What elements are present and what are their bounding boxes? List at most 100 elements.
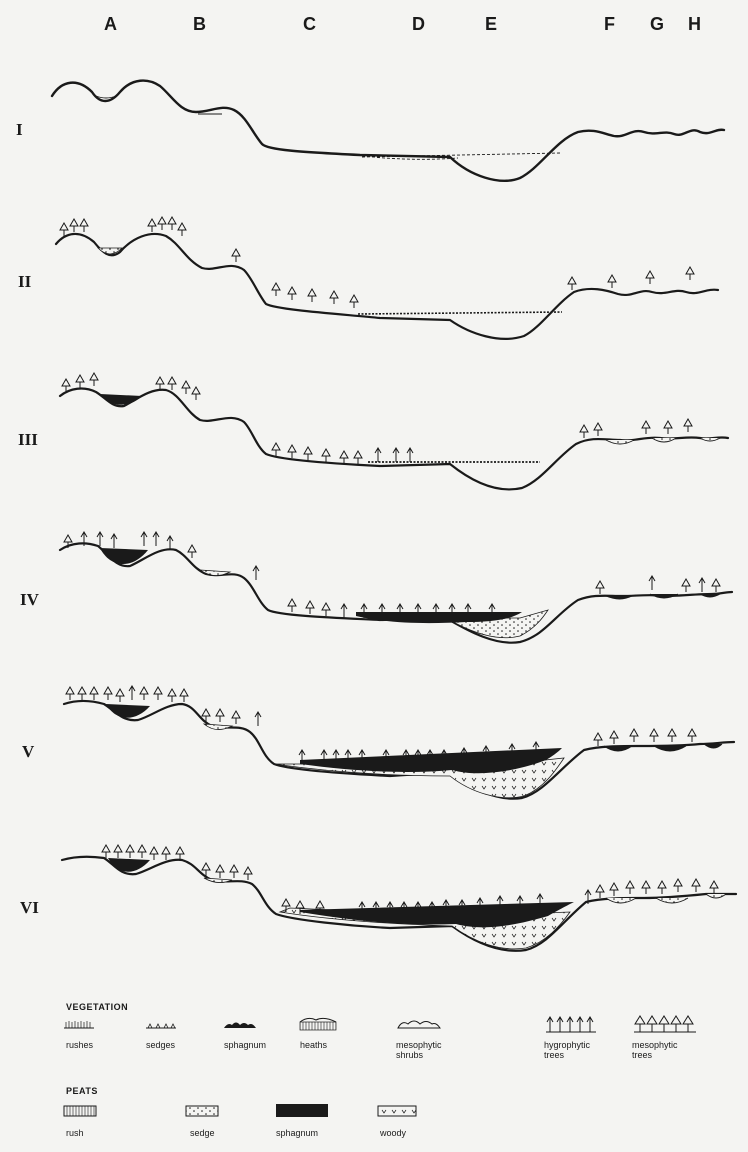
legend-label-sphagnum-peat: sphagnum <box>276 1128 318 1138</box>
legend-peats-icons <box>60 1100 440 1124</box>
legend-label-sedge-peat: sedge <box>190 1128 215 1138</box>
mesophytic-tree-symbol <box>178 223 186 236</box>
mesophytic-tree-symbol <box>596 885 604 898</box>
mesophytic-tree-symbol <box>712 579 720 592</box>
mesophytic-tree-symbol <box>272 443 280 456</box>
rushes-icon <box>64 1021 94 1028</box>
mesophytic-tree-symbol <box>154 687 162 700</box>
mesophytic-tree-symbol <box>182 381 190 394</box>
mesophytic-tree-symbol <box>642 421 650 434</box>
mesophytic-trees-icon <box>634 1016 696 1032</box>
marsh-stage-ii <box>358 312 562 314</box>
legend-label-hygrophytic-trees: hygrophytic trees <box>544 1040 600 1060</box>
ponds-fh-stage-iv <box>606 594 720 599</box>
mesophytic-tree-symbol <box>138 845 146 858</box>
mesophytic-tree-symbol <box>116 689 124 702</box>
legend-vegetation-heading: VEGETATION <box>66 1002 128 1012</box>
mesophytic-tree-symbol <box>230 865 238 878</box>
hygrophytic-tree-symbol <box>253 566 259 580</box>
mesophytic-tree-symbol <box>288 599 296 612</box>
mesophytic-tree-symbol <box>350 295 358 308</box>
mesophytic-shrubs-icon <box>398 1021 440 1028</box>
mesophytic-tree-symbol <box>90 373 98 386</box>
mesophytic-tree-symbol <box>354 451 362 464</box>
hygrophytic-tree-symbol <box>97 532 103 546</box>
mesophytic-tree-symbol <box>686 267 694 280</box>
mesophytic-tree-symbol <box>78 687 86 700</box>
legend-vegetation-icons <box>60 1014 740 1038</box>
peat-b-stage-v <box>204 724 232 730</box>
mesophytic-tree-symbol <box>188 545 196 558</box>
mesophytic-tree-symbol <box>340 451 348 464</box>
ground-line-stage-i <box>52 81 724 181</box>
mesophytic-tree-symbol <box>304 447 312 460</box>
mesophytic-tree-symbol <box>608 275 616 288</box>
mesophytic-tree-symbol <box>630 729 638 742</box>
ground-line-stage-v <box>64 701 734 799</box>
peat-b-stage-vi <box>204 878 232 883</box>
mesophytic-tree-symbol <box>688 729 696 742</box>
mesophytic-tree-symbol <box>692 879 700 892</box>
mesophytic-tree-symbol <box>288 445 296 458</box>
mesophytic-tree-symbol <box>76 375 84 388</box>
mesophytic-tree-symbol <box>306 601 314 614</box>
mesophytic-tree-symbol <box>594 733 602 746</box>
mesophytic-tree-symbol <box>168 689 176 702</box>
profile-stage-vi <box>62 857 736 951</box>
woody-peat-icon <box>378 1106 416 1116</box>
hygrophytic-tree-symbol <box>375 448 381 462</box>
mesophytic-tree-symbol <box>104 687 112 700</box>
mesophytic-tree-symbol <box>216 865 224 878</box>
ground-line-stage-iv <box>60 543 732 642</box>
mesophytic-tree-symbol <box>580 425 588 438</box>
hygrophytic-tree-symbol <box>129 686 135 700</box>
mesophytic-tree-symbol <box>610 731 618 744</box>
hygrophytic-tree-symbol <box>341 604 347 618</box>
sedges-icon <box>146 1024 176 1028</box>
mesophytic-tree-symbol <box>288 287 296 300</box>
mesophytic-tree-symbol <box>192 387 200 400</box>
mesophytic-tree-symbol <box>322 449 330 462</box>
profile-stage-ii <box>56 234 718 339</box>
ground-line-stage-ii <box>56 234 718 339</box>
mesophytic-tree-symbol <box>658 881 666 894</box>
mesophytic-tree-symbol <box>148 219 156 232</box>
legend-peats-heading: PEATS <box>66 1086 98 1096</box>
mesophytic-tree-symbol <box>610 883 618 896</box>
mesophytic-tree-symbol <box>594 423 602 436</box>
peat-a-stage-iii <box>100 394 142 405</box>
legend-label-sedges: sedges <box>146 1040 175 1050</box>
mesophytic-tree-symbol <box>642 881 650 894</box>
mesophytic-tree-symbol <box>650 729 658 742</box>
mesophytic-tree-symbol <box>646 271 654 284</box>
mesophytic-tree-symbol <box>90 687 98 700</box>
peat-a-stage-vi <box>108 858 150 872</box>
heaths-icon <box>300 1018 336 1030</box>
peat-a-stage-v <box>106 704 150 718</box>
mesophytic-tree-symbol <box>126 845 134 858</box>
hygrophytic-trees-icon <box>546 1017 596 1032</box>
mesophytic-tree-symbol <box>180 689 188 702</box>
mesophytic-tree-symbol <box>168 217 176 230</box>
mesophytic-tree-symbol <box>684 419 692 432</box>
hygrophytic-tree-symbol <box>153 532 159 546</box>
mesophytic-tree-symbol <box>322 603 330 616</box>
mesophytic-tree-symbol <box>80 219 88 232</box>
mesophytic-tree-symbol <box>244 867 252 880</box>
mesophytic-tree-symbol <box>568 277 576 290</box>
sphagnum-icon <box>224 1023 256 1029</box>
ground-line-stage-iii <box>60 389 728 490</box>
rush-peat-icon <box>64 1106 96 1116</box>
legend-label-woody-peat: woody <box>380 1128 406 1138</box>
mesophytic-tree-symbol <box>158 217 166 230</box>
mesophytic-tree-symbol <box>66 687 74 700</box>
legend-label-mesophytic-shrubs: mesophytic shrubs <box>396 1040 458 1060</box>
mesophytic-tree-symbol <box>710 881 718 894</box>
mesophytic-tree-symbol <box>232 249 240 262</box>
hygrophytic-tree-symbol <box>393 448 399 462</box>
terrain-profiles <box>0 0 748 990</box>
sphagnum-peat-icon <box>276 1104 328 1117</box>
mesophytic-tree-symbol <box>330 291 338 304</box>
profile-stage-v <box>64 701 734 799</box>
